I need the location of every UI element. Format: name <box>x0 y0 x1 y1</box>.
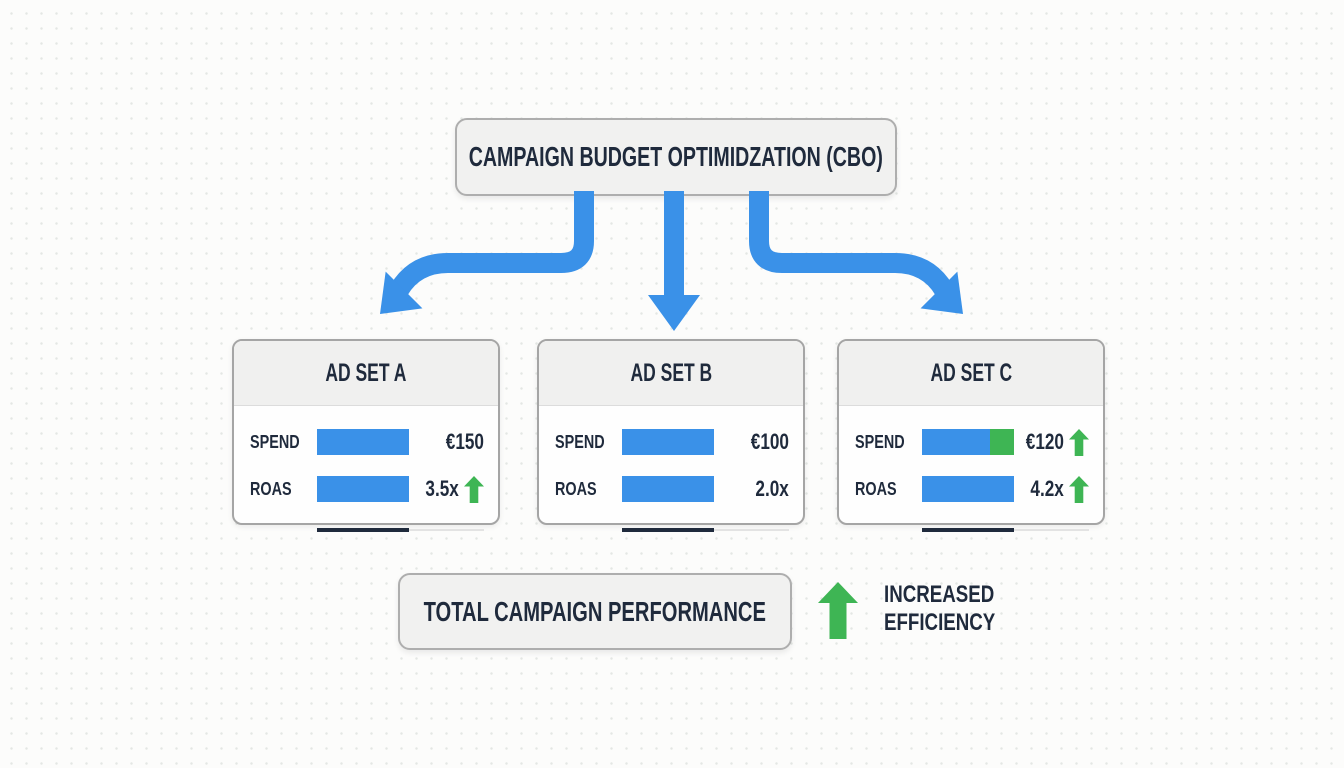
legend-line1: INCREASED <box>884 581 995 608</box>
total-performance-box: TOTAL CAMPAIGN PERFORMANCE <box>398 573 792 650</box>
metric-bar <box>317 476 409 502</box>
metric-value: 4.2x <box>1030 476 1064 501</box>
ad-set-b-title: AD SET B <box>630 358 712 387</box>
metric-row-spend: SPEND €100 <box>555 429 789 455</box>
increased-efficiency-legend: INCREASED EFFICIENCY <box>884 581 1027 637</box>
ad-set-c-header: AD SET C <box>839 341 1103 406</box>
total-performance-title: TOTAL CAMPAIGN PERFORMANCE <box>423 595 767 627</box>
metric-row-roas: ROAS 2.0x <box>555 476 789 502</box>
metric-value: €120 <box>1025 429 1064 454</box>
metric-bar <box>922 476 1014 502</box>
ad-set-card-a: AD SET A SPEND €150 ROAS 3.5x <box>232 339 500 532</box>
ad-set-a-body: SPEND €150 ROAS 3.5x <box>234 429 498 548</box>
metric-bar <box>622 429 714 455</box>
metric-value-group: €120 <box>1015 428 1089 456</box>
metric-row-roas: ROAS 4.2x <box>855 475 1089 503</box>
flow-arrow-left-line <box>390 191 594 296</box>
metric-value: 2.0x <box>755 476 789 501</box>
ad-set-card-c: AD SET C SPEND €120 ROAS 4.2x <box>837 339 1105 532</box>
metric-value-group: 3.5x <box>416 475 484 503</box>
metric-row-roas: ROAS 3.5x <box>250 475 484 503</box>
cbo-header-box: CAMPAIGN BUDGET OPTIMIDZATION (CBO) <box>455 118 897 196</box>
ad-set-b-body: SPEND €100 ROAS 2.0x <box>539 429 803 548</box>
trend-up-icon <box>464 475 484 503</box>
progress-indicator <box>317 528 409 532</box>
legend-line2: EFFICIENCY <box>884 609 996 636</box>
metric-value: €150 <box>445 429 484 454</box>
flow-arrow-right-line <box>749 191 953 296</box>
progress-track <box>922 528 1089 532</box>
metric-row-spend: SPEND €150 <box>250 429 484 455</box>
metric-value-group: 2.0x <box>746 476 789 502</box>
progress-indicator <box>622 528 714 532</box>
flow-arrowhead-left-icon <box>380 271 423 314</box>
metric-bar <box>622 476 714 502</box>
metric-value: €100 <box>750 429 789 454</box>
ad-set-card-b: AD SET B SPEND €100 ROAS 2.0x <box>537 339 805 532</box>
metric-bar <box>317 429 409 455</box>
ad-set-a-header: AD SET A <box>234 341 498 406</box>
metric-label: ROAS <box>855 478 897 499</box>
flow-arrowhead-right-icon <box>920 271 963 314</box>
metric-label: SPEND <box>250 431 300 452</box>
metric-value-group: 4.2x <box>1021 475 1089 503</box>
ad-set-c-title: AD SET C <box>930 358 1012 387</box>
progress-indicator <box>922 528 1014 532</box>
ad-set-b-header: AD SET B <box>539 341 803 406</box>
flow-arrowhead-middle-icon <box>648 295 700 331</box>
metric-label: SPEND <box>855 431 905 452</box>
metric-value-group: €100 <box>740 429 789 455</box>
metric-row-spend: SPEND €120 <box>855 428 1089 456</box>
metric-label: ROAS <box>555 478 597 499</box>
metric-label: SPEND <box>555 431 605 452</box>
ad-set-c-body: SPEND €120 ROAS 4.2x <box>839 428 1103 548</box>
metric-value: 3.5x <box>425 476 459 501</box>
ad-set-a-title: AD SET A <box>325 358 407 387</box>
trend-up-icon <box>1069 428 1089 456</box>
progress-track <box>622 528 789 532</box>
metric-value-group: €150 <box>435 429 484 455</box>
metric-bar <box>922 429 1014 455</box>
up-arrow-icon <box>818 582 858 639</box>
metric-label: ROAS <box>250 478 292 499</box>
trend-up-icon <box>1069 475 1089 503</box>
progress-track <box>317 528 484 532</box>
cbo-title: CAMPAIGN BUDGET OPTIMIDZATION (CBO) <box>468 141 884 172</box>
